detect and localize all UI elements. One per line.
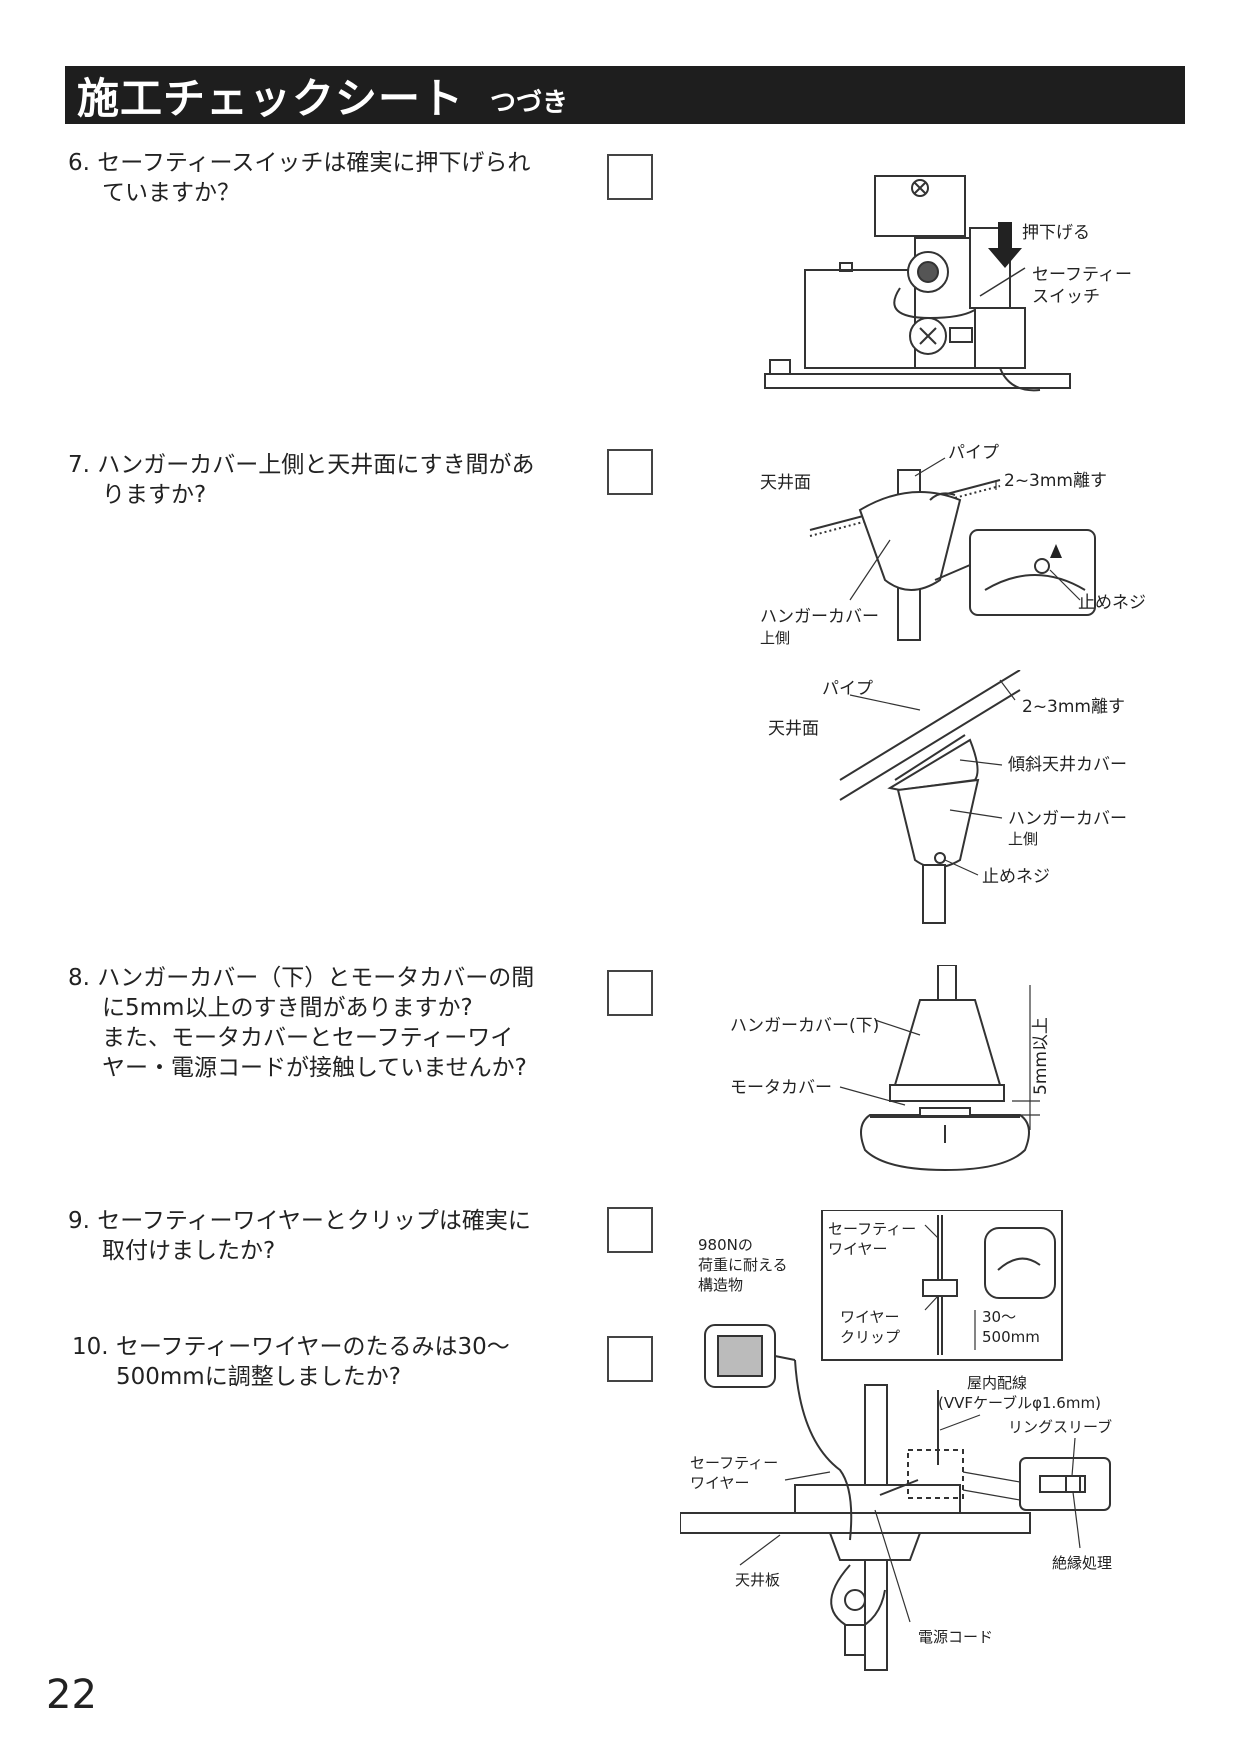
check-item-10: 10. セーフティーワイヤーのたるみは30〜 500mmに調整しましたか? xyxy=(72,1332,592,1392)
label-ceiling: 天井面 xyxy=(768,719,819,739)
label-gap: 2~3mm離す xyxy=(1004,471,1107,491)
label-wire-clip: クリップ xyxy=(840,1328,900,1346)
label-ceiling: 天井面 xyxy=(760,473,811,493)
safety-switch-figure: 押下げる セーフティー スイッチ xyxy=(760,168,1180,408)
checkbox-item-10[interactable] xyxy=(607,1336,653,1382)
label-pipe: パイプ xyxy=(822,679,873,699)
label-slack-range: 30〜 xyxy=(982,1308,1016,1326)
check-item-text: 取付けましたか? xyxy=(102,1238,276,1264)
check-item-text: 500mmに調整しましたか? xyxy=(116,1364,401,1390)
label-hanger-cover-lower: ハンガーカバー(下) xyxy=(730,1016,879,1036)
label-slack-range: 500mm xyxy=(982,1328,1040,1346)
label-sloped-ceiling-cover: 傾斜天井カバー xyxy=(1008,755,1127,775)
page-number: 22 xyxy=(46,1672,97,1718)
section-title: 施工チェックシート xyxy=(77,73,465,123)
label-insulation: 絶縁処理 xyxy=(1052,1554,1112,1572)
checkbox-item-6[interactable] xyxy=(607,154,653,200)
check-item-text: に5mm以上のすき間がありますか? xyxy=(102,995,473,1021)
check-item-8: 8. ハンガーカバー（下）とモータカバーの間 に5mm以上のすき間がありますか?… xyxy=(68,963,588,1083)
label-indoor-wiring: 屋内配線 xyxy=(967,1374,1027,1392)
check-item-text: ていますか？ xyxy=(102,180,240,206)
check-item-text: セーフティーワイヤーとクリップは確実に xyxy=(97,1208,531,1234)
motor-cover-gap-figure: ハンガーカバー(下) モータカバー 5mm以上 xyxy=(730,965,1130,1190)
checkbox-item-8[interactable] xyxy=(607,970,653,1016)
label-safety-wire: ワイヤー xyxy=(690,1474,750,1492)
label-hanger-cover: ハンガーカバー xyxy=(760,607,879,627)
section-header: 施工チェックシート つづき xyxy=(65,66,1185,124)
label-safety-wire: セーフティー xyxy=(690,1454,778,1472)
label-vvf-cable: (VVFケーブルφ1.6mm) xyxy=(938,1394,1101,1412)
hanger-cover-sloped-figure: パイプ 2~3mm離す 天井面 傾斜天井カバー ハンガーカバー 上側 止めネジ xyxy=(760,670,1180,930)
label-ceiling-board: 天井板 xyxy=(735,1571,780,1589)
label-load-structure: 荷重に耐える xyxy=(698,1256,788,1274)
label-safety-switch: スイッチ xyxy=(1032,287,1100,307)
label-gap: 2~3mm離す xyxy=(1022,697,1125,717)
checkbox-item-7[interactable] xyxy=(607,449,653,495)
safety-wire-figure: 980Nの 荷重に耐える 構造物 セーフティー ワイヤー ワイヤー クリップ 3… xyxy=(680,1210,1180,1675)
label-screw: 止めネジ xyxy=(982,867,1050,887)
label-screw: 止めネジ xyxy=(1078,593,1146,613)
label-gap-5mm: 5mm以上 xyxy=(1031,1017,1051,1095)
label-safety-switch: セーフティー xyxy=(1032,265,1132,285)
label-power-cord: 電源コード xyxy=(918,1628,993,1646)
check-item-text: セーフティーワイヤーのたるみは30〜 xyxy=(115,1334,510,1360)
label-wire-clip: ワイヤー xyxy=(840,1308,900,1326)
label-ring-sleeve: リングスリーブ xyxy=(1008,1418,1112,1436)
label-load-980n: 980Nの xyxy=(698,1236,753,1254)
check-item-text: ハンガーカバー上側と天井面にすき間があ xyxy=(97,452,535,478)
label-hanger-upper: 上側 xyxy=(1008,830,1038,848)
label-hanger-upper: 上側 xyxy=(760,629,790,647)
label-hanger-cover: ハンガーカバー xyxy=(1008,809,1127,829)
check-item-text: また、モータカバーとセーフティーワイ xyxy=(102,1025,514,1051)
check-item-text: セーフティースイッチは確実に押下げられ xyxy=(97,150,531,176)
label-push-down: 押下げる xyxy=(1022,223,1090,243)
check-item-6: 6. セーフティースイッチは確実に押下げられ ていますか？ xyxy=(68,148,588,208)
label-load-structure: 構造物 xyxy=(698,1276,743,1294)
section-subtitle: つづき xyxy=(490,87,569,118)
check-item-text: ヤー・電源コードが接触していませんか? xyxy=(102,1055,527,1081)
label-safety-wire-inset: セーフティー xyxy=(828,1220,916,1238)
checkbox-item-9[interactable] xyxy=(607,1207,653,1253)
label-safety-wire-inset: ワイヤー xyxy=(828,1240,888,1258)
check-item-9: 9. セーフティーワイヤーとクリップは確実に 取付けましたか? xyxy=(68,1206,588,1266)
check-item-text: ハンガーカバー（下）とモータカバーの間 xyxy=(97,965,535,991)
label-pipe: パイプ xyxy=(948,443,999,463)
check-item-7: 7. ハンガーカバー上側と天井面にすき間があ りますか? xyxy=(68,450,588,510)
check-item-text: りますか? xyxy=(102,482,207,508)
hanger-cover-flat-figure: パイプ 2~3mm離す 天井面 ハンガーカバー 上側 止めネジ xyxy=(760,440,1180,670)
label-motor-cover: モータカバー xyxy=(730,1078,832,1098)
